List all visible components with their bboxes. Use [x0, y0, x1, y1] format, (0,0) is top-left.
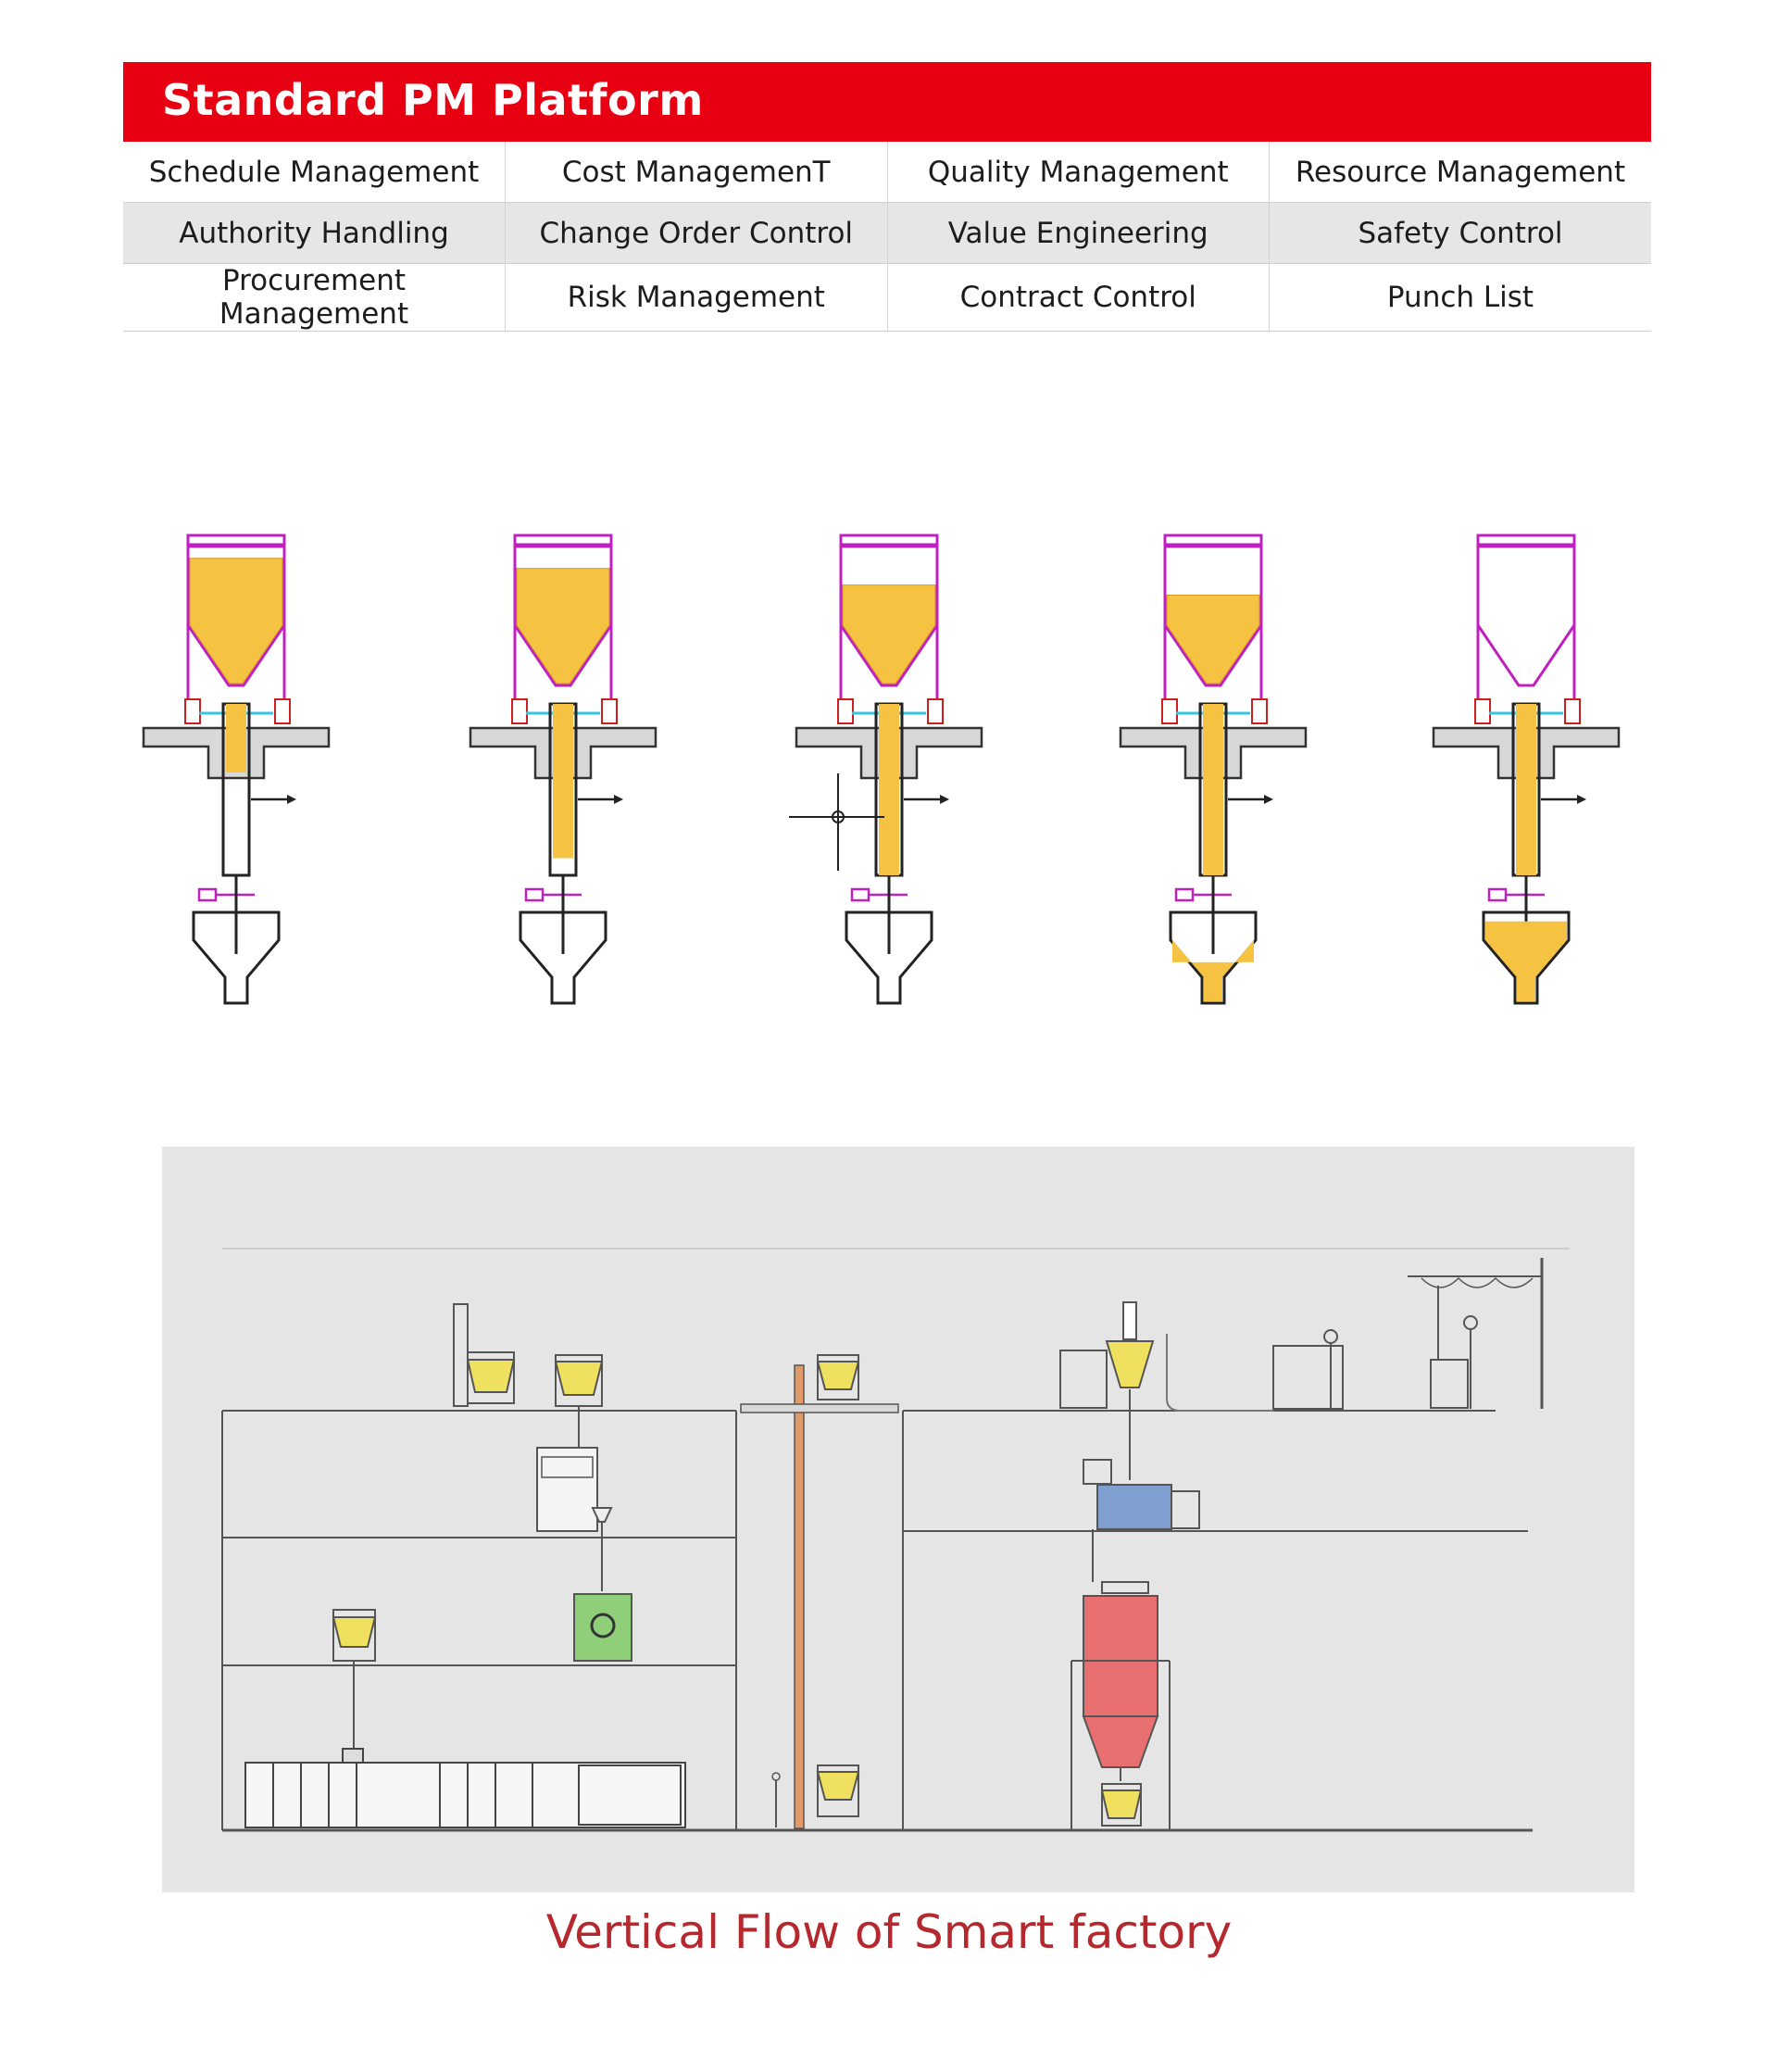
bin-blender [1059, 1301, 1273, 1480]
module-cell: Resource Management [1269, 142, 1651, 203]
vertical-lift-column [740, 1354, 899, 1829]
transfer-stage-3 [795, 534, 983, 1005]
silo-powder [189, 558, 283, 684]
module-cell: Cost ManagemenT [505, 142, 888, 203]
module-cell: Value Engineering [887, 202, 1270, 264]
silo-powder [842, 584, 936, 684]
tube-powder [1203, 704, 1223, 875]
tube-powder [1516, 704, 1536, 875]
coating-machine [573, 1593, 632, 1662]
module-cell: Safety Control [1269, 202, 1651, 264]
table-row: Authority Handling Change Order Control … [123, 202, 1651, 264]
ibc-bin-top-1 [453, 1303, 516, 1407]
table-row: Schedule Management Cost ManagemenT Qual… [123, 142, 1651, 203]
valve [1487, 887, 1508, 902]
transfer-stage-4 [1119, 534, 1308, 1005]
module-cell: Authority Handling [123, 202, 506, 264]
table-row: Procurement Management Risk Management C… [123, 263, 1651, 332]
tablet-press-line [244, 1748, 686, 1828]
receiving-hopper [519, 910, 607, 1005]
dryer-unit [1083, 1459, 1200, 1582]
module-cell: Change Order Control [505, 202, 888, 264]
hopper-powder [1485, 921, 1567, 1001]
figure-caption: Vertical Flow of Smart factory [545, 1905, 1233, 1959]
module-cell: Contract Control [887, 263, 1270, 332]
silo-outline [1476, 545, 1576, 687]
module-cell: Schedule Management [123, 142, 506, 203]
ibc-bin-mid [332, 1609, 377, 1749]
valve [1174, 887, 1195, 902]
ibc-bin-top-2 [554, 1354, 604, 1452]
module-cell: Punch List [1269, 263, 1651, 332]
module-cell: Procurement Management [123, 263, 506, 332]
fluid-bed-reactor [1071, 1581, 1171, 1830]
smart-factory-vertical-flow-diagram [221, 1248, 1570, 1832]
transfer-stage-5 [1432, 534, 1621, 1005]
powder-transfer-sequence-diagram [142, 534, 1621, 1005]
pm-modules-table: Schedule Management Cost ManagemenT Qual… [123, 142, 1651, 332]
tube-powder [879, 704, 899, 875]
sieving-station [1272, 1329, 1344, 1410]
transfer-stage-1 [142, 534, 331, 1005]
transfer-stage-2 [469, 534, 657, 1005]
module-cell: Quality Management [887, 142, 1270, 203]
page-title: Standard PM Platform [162, 75, 704, 125]
title-banner: Standard PM Platform [123, 62, 1651, 142]
tube-powder [226, 704, 246, 772]
hopper-powder [1172, 940, 1254, 1001]
receiving-hopper [845, 910, 933, 1005]
receiving-hopper [1482, 910, 1571, 1005]
jib-crane [1408, 1258, 1544, 1409]
valve [850, 887, 870, 902]
receiving-hopper [192, 910, 281, 1005]
tube-powder [553, 704, 573, 859]
granulator-machine [536, 1447, 613, 1591]
silo-powder [516, 568, 610, 684]
valve [197, 887, 218, 902]
module-cell: Risk Management [505, 263, 888, 332]
crosshair-marker [789, 773, 884, 871]
valve [524, 887, 545, 902]
silo-powder [1166, 594, 1260, 684]
